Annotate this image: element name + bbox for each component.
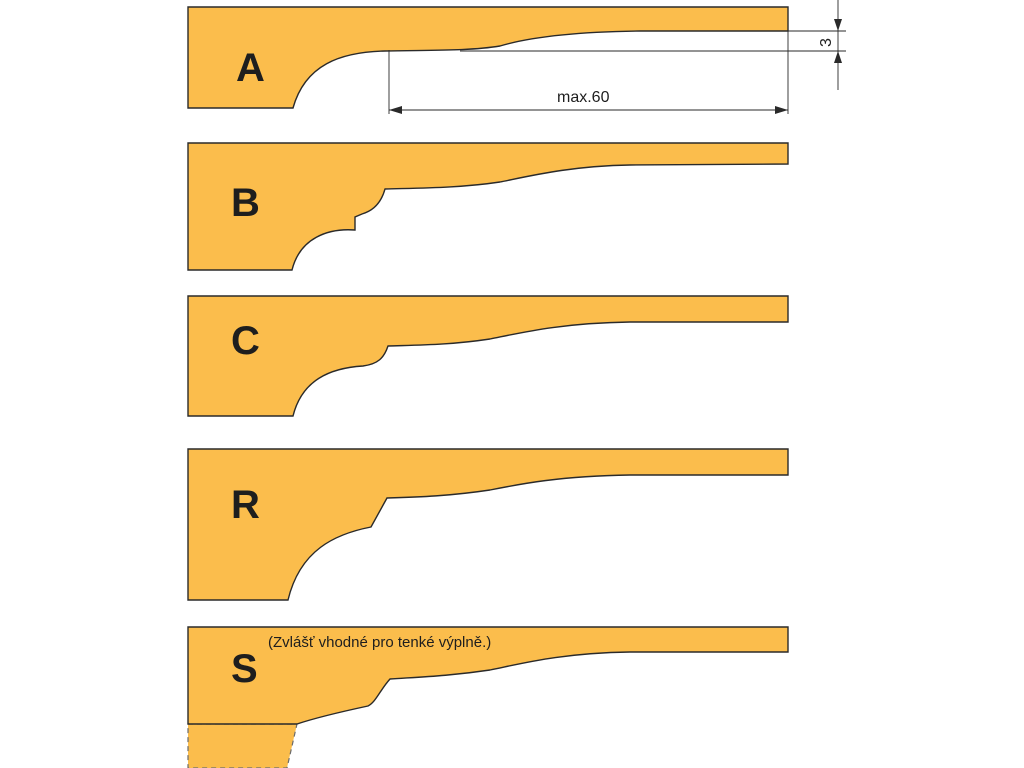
dimension-annotations: max.60 3	[388, 0, 846, 114]
profile-c-letter: C	[231, 319, 260, 363]
thickness-arrow-top	[834, 19, 842, 31]
thickness-label: 3	[818, 38, 835, 47]
profile-b: B	[187, 142, 789, 271]
thickness-arrow-bottom	[834, 51, 842, 63]
profile-b-shape	[187, 142, 789, 271]
profile-s: S (Zvlášť vhodné pro tenké výplně.)	[187, 626, 789, 768]
profile-r-letter: R	[231, 483, 260, 527]
length-arrow-left	[389, 106, 402, 114]
profile-s-letter: S	[231, 647, 258, 691]
profile-a-shape	[187, 6, 789, 109]
length-label: max.60	[557, 89, 610, 106]
length-arrow-right	[775, 106, 788, 114]
profile-s-removed-part	[187, 723, 298, 768]
profile-r-shape	[187, 448, 789, 601]
profile-c: C	[187, 295, 789, 417]
profile-s-shape	[187, 626, 789, 725]
profile-s-note: (Zvlášť vhodné pro tenké výplně.)	[268, 634, 491, 651]
profile-r: R	[187, 448, 789, 601]
profile-b-letter: B	[231, 181, 260, 225]
profile-a-letter: A	[236, 46, 265, 90]
profile-c-shape	[187, 295, 789, 417]
profile-a: A	[187, 6, 789, 109]
